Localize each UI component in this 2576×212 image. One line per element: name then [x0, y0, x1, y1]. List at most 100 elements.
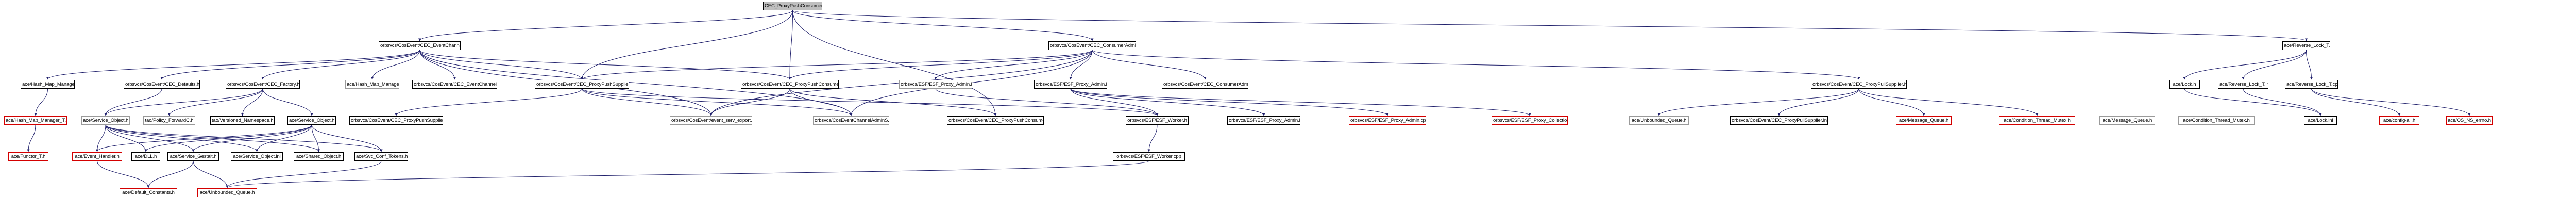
graph-node[interactable]: ace/Hash_Map_Manager_T.h — [4, 116, 67, 125]
graph-node[interactable]: ace/Event_Handler.h — [72, 152, 122, 161]
graph-edge — [160, 50, 420, 80]
graph-node[interactable]: orbsvcs/CosEvent/CEC_Factory.h — [226, 80, 300, 89]
graph-edge — [46, 50, 420, 80]
graph-node[interactable]: ace/Reverse_Lock_T.cpp — [2285, 80, 2338, 89]
graph-node[interactable]: ace/Hash_Map_Manager.h — [21, 80, 75, 89]
graph-edge — [241, 88, 263, 116]
graph-node[interactable]: ace/Shared_Object.h — [294, 152, 344, 161]
graph-edge — [2243, 88, 2322, 116]
graph-node[interactable]: ace/Service_Gestalt.h — [167, 152, 219, 161]
graph-node[interactable]: orbsvcs/CosEvent/CEC_ProxyPullSupplier.i… — [1730, 116, 1828, 125]
graph-edge — [1070, 88, 1159, 116]
graph-node[interactable]: ace/Service_Object.h — [287, 116, 336, 125]
graph-node[interactable]: ace/Lock.inl — [2304, 116, 2337, 125]
graph-edge — [96, 124, 106, 152]
graph-node[interactable]: ace/Lock.h — [2169, 80, 2200, 89]
graph-edge — [104, 88, 162, 116]
graph-edge — [104, 88, 263, 116]
graph-node[interactable]: orbsvcs/ESF/ESF_Proxy_Collection.h — [1492, 116, 1568, 125]
graph-edge — [582, 88, 853, 116]
graph-node[interactable]: orbsvcs/CosEvent/CEC_ConsumerAdmin.h — [1048, 41, 1136, 50]
graph-node[interactable]: orbsvcs/CosEvent/CEC_ProxyPushConsumer.h — [741, 80, 839, 89]
graph-edge — [419, 50, 456, 80]
graph-node[interactable]: orbsvcs/ESF/ESF_Worker.cpp — [1113, 152, 1185, 161]
graph-edge — [371, 50, 420, 80]
graph-node[interactable]: orbsvcs/ESF/ESF_Proxy_Admin.h — [1034, 80, 1107, 89]
graph-node[interactable]: ace/Unbounded_Queue.h — [1629, 116, 1689, 125]
graph-node[interactable]: ace/Condition_Thread_Mutex.h — [2178, 116, 2255, 125]
graph-node[interactable]: orbsvcs/CosEvent/CEC_ProxyPullSupplier.h — [1811, 80, 1907, 89]
graph-edge — [97, 160, 150, 188]
graph-node[interactable]: ace/Reverse_Lock_T.h — [2282, 41, 2330, 50]
graph-node[interactable]: ace/Functor_T.h — [8, 152, 48, 161]
graph-edge — [709, 88, 790, 116]
graph-edge — [1657, 88, 1859, 116]
graph-edge — [2306, 50, 2313, 80]
graph-edge — [96, 124, 312, 152]
graph-node[interactable]: orbsvcs/ESF/ESF_Proxy_Admin.h — [899, 80, 972, 89]
graph-node[interactable]: ace/OS_NS_errno.h — [2446, 116, 2493, 125]
graph-node[interactable]: ace/Reverse_Lock_T.inl — [2218, 80, 2268, 89]
graph-edge — [144, 124, 312, 152]
graph-node[interactable]: ace/DLL.h — [131, 152, 160, 161]
graph-edge — [1147, 124, 1158, 152]
graph-edge — [792, 10, 1094, 41]
graph-root-node[interactable]: CEC_ProxyPushConsumer.cpp — [763, 2, 822, 10]
graph-edge — [582, 88, 713, 116]
graph-edge — [1070, 88, 1389, 116]
graph-edge — [147, 160, 194, 188]
graph-edge — [105, 124, 195, 152]
graph-node[interactable]: ace/Unbounded_Queue.h — [197, 188, 257, 197]
graph-edge — [789, 88, 997, 116]
graph-node[interactable]: orbsvcs/ESF/ESF_Worker.h — [1126, 116, 1189, 125]
graph-node[interactable]: orbsvcs/ESF/ESF_Proxy_Admin.cpp — [1349, 116, 1426, 125]
graph-node[interactable]: ace/Condition_Thread_Mutex.h — [1999, 116, 2075, 125]
graph-edge — [788, 50, 1093, 80]
graph-node[interactable]: orbsvcs/ESF/ESF_Proxy_Admin.inl — [1227, 116, 1300, 125]
graph-node[interactable]: orbsvcs/CosEvent/CEC_ProxyPushConsumer.i… — [947, 116, 1044, 125]
graph-node[interactable]: ace/Svc_Conf_Tokens.h — [354, 152, 408, 161]
graph-node[interactable]: orbsvcs/CosEvent/CEC_ConsumerAdmin.inl — [1162, 80, 1248, 89]
graph-node[interactable]: orbsvcs/CosEvent/event_serv_export.h — [670, 116, 752, 125]
graph-edge — [2183, 50, 2307, 80]
graph-node[interactable]: ace/config-all.h — [2379, 116, 2419, 125]
graph-edge — [256, 124, 312, 152]
graph-edge — [2311, 88, 2471, 116]
graph-node[interactable]: orbsvcs/CosEvent/CEC_Defaults.h — [124, 80, 200, 89]
graph-node[interactable]: ace/Message_Queue.h — [2099, 116, 2155, 125]
graph-edge — [419, 50, 583, 80]
graph-edge — [581, 10, 793, 80]
graph-node[interactable]: ace/Service_Object.inl — [231, 152, 283, 161]
graph-edge — [168, 88, 263, 116]
graph-node[interactable]: ace/Message_Queue.h — [1896, 116, 1952, 125]
graph-edge — [934, 50, 1093, 80]
graph-node[interactable]: ace/Default_Constants.h — [120, 188, 177, 197]
graph-edge — [226, 160, 382, 188]
graph-edge — [419, 50, 791, 80]
graph-edge — [1092, 50, 1207, 80]
graph-edge — [1858, 88, 2039, 116]
graph-edge — [1070, 88, 1531, 116]
graph-node[interactable]: tao/Versioned_Namespace.h — [210, 116, 275, 125]
graph-edge — [311, 124, 320, 152]
graph-node[interactable]: orbsvcs/CosEvent/CEC_ProxyPushSupplier.h — [535, 80, 629, 89]
graph-edge — [2242, 50, 2307, 80]
graph-node[interactable]: tao/Policy_ForwardC.h — [143, 116, 195, 125]
graph-node[interactable]: orbsvcs/CosEvent/CEC_EventChannel.h — [379, 41, 461, 50]
graph-edge — [1092, 50, 1860, 80]
graph-edge — [1069, 50, 1093, 80]
graph-node[interactable]: ace/Service_Object.h — [81, 116, 130, 125]
graph-edge — [262, 88, 313, 116]
graph-node[interactable]: orbsvcs/CosEventChannelAdminS.h — [813, 116, 889, 125]
graph-node[interactable]: orbsvcs/CosEvent/CEC_EventChannel.inl — [412, 80, 497, 89]
graph-edge — [34, 88, 48, 116]
graph-edge — [226, 160, 1149, 188]
graph-edge — [418, 10, 793, 41]
graph-edge — [788, 10, 793, 80]
graph-edge — [1070, 88, 1265, 116]
graph-node[interactable]: ace/Hash_Map_Manager.h — [345, 80, 399, 89]
graph-node[interactable]: orbsvcs/CosEvent/CEC_ProxyPushSupplier.i… — [349, 116, 443, 125]
graph-edge — [935, 88, 1159, 116]
